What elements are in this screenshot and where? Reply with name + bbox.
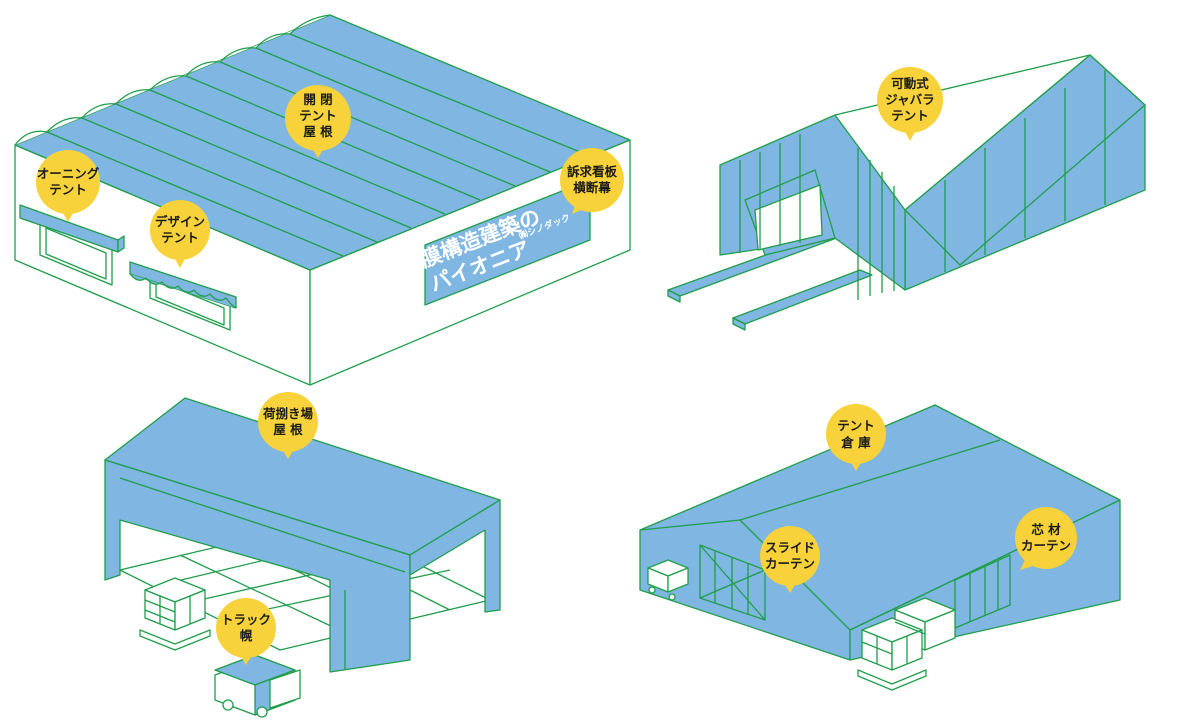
svg-text:ジャバラ: ジャバラ [885, 92, 934, 107]
svg-text:カーテン: カーテン [765, 556, 815, 571]
svg-text:デザイン: デザイン [155, 214, 205, 229]
callout-sign-board: 訴求看板 横断幕 [560, 148, 624, 214]
truck [214, 654, 301, 718]
callout-truck-hood: トラック 幌 [216, 598, 276, 665]
svg-text:スライド: スライド [765, 540, 815, 555]
svg-text:屋 根: 屋 根 [273, 422, 303, 437]
callout-awning: オーニング テント [36, 150, 100, 222]
small-cart [647, 559, 689, 601]
loading-dock-building [104, 397, 501, 718]
svg-text:倉 庫: 倉 庫 [840, 435, 871, 450]
svg-text:芯 材: 芯 材 [1031, 522, 1061, 537]
svg-text:屋 根: 屋 根 [303, 124, 333, 139]
svg-text:訴求看板: 訴求看板 [567, 164, 618, 179]
svg-text:幌: 幌 [240, 628, 253, 643]
callout-design-tent: デザイン テント [150, 200, 210, 268]
svg-text:テント: テント [891, 108, 929, 123]
pallet-boxes-2 [857, 597, 956, 691]
svg-text:横断幕: 横断幕 [573, 180, 611, 195]
callout-tent-warehouse: テント 倉 庫 [826, 404, 886, 471]
callout-jabara: 可動式 ジャバラ テント [877, 67, 943, 141]
jabara-building [667, 54, 1146, 331]
callout-core-curtain: 芯 材 カーテン [1015, 507, 1077, 570]
svg-text:テント: テント [49, 182, 87, 197]
svg-text:可動式: 可動式 [891, 76, 929, 91]
callout-roof-open: 開 閉 テント 屋 根 [285, 85, 351, 158]
callout-slide-curtain: スライド カーテン [760, 526, 820, 593]
pallet-boxes-1 [139, 577, 211, 651]
svg-text:テント: テント [161, 230, 199, 245]
svg-text:開 閉: 開 閉 [303, 92, 332, 107]
svg-text:テント: テント [299, 108, 337, 123]
svg-text:トラック: トラック [221, 612, 271, 627]
sign-board [424, 179, 591, 306]
callout-loading-roof: 荷捌き場 屋 根 [258, 392, 318, 459]
svg-text:カーテン: カーテン [1021, 538, 1071, 553]
svg-text:荷捌き場: 荷捌き場 [262, 406, 314, 421]
svg-text:テント: テント [837, 418, 875, 433]
store-building [14, 14, 631, 386]
svg-text:オーニング: オーニング [37, 166, 100, 181]
